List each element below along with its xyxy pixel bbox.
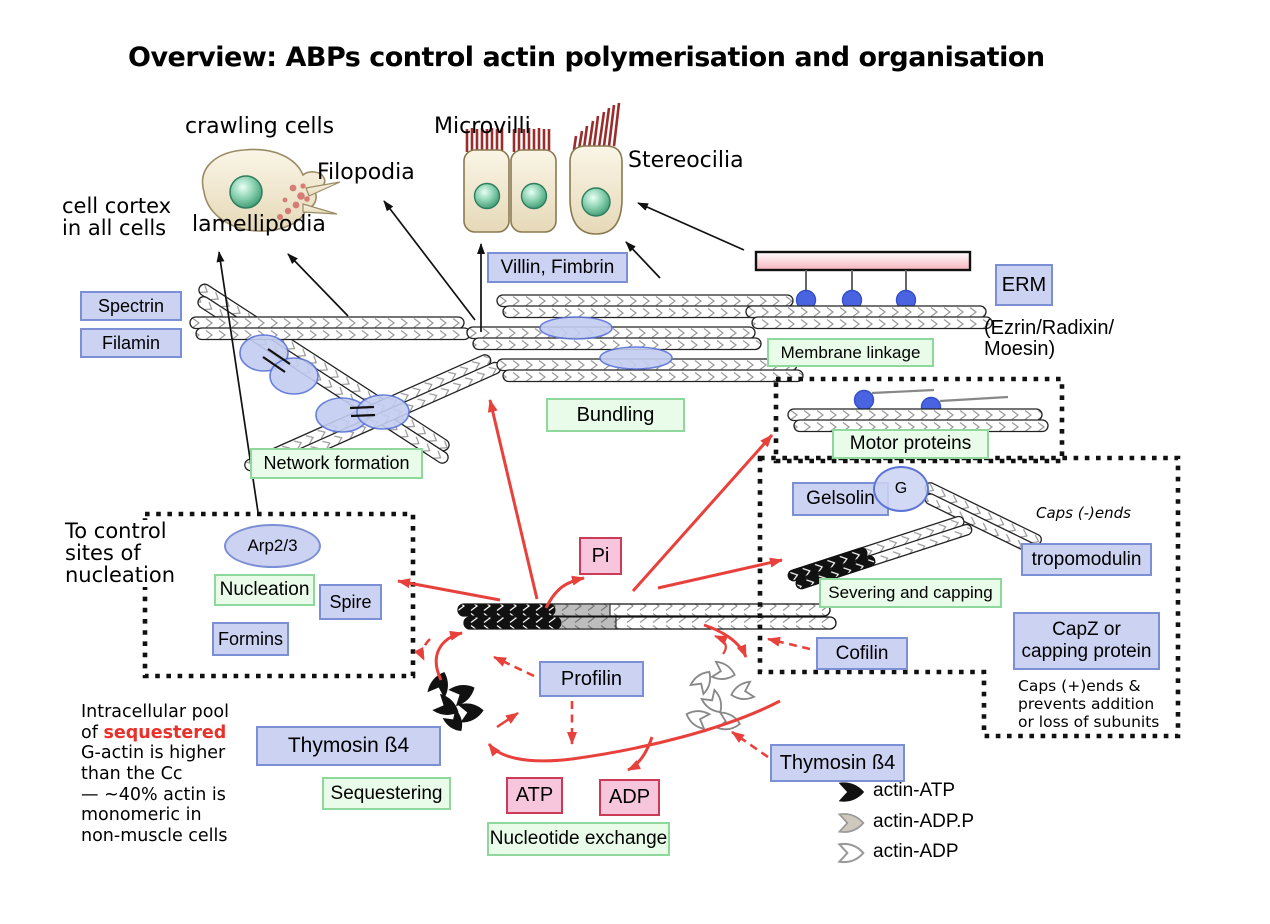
box-membrane-linkage: Membrane linkage	[767, 338, 934, 367]
plasma-membrane	[754, 250, 972, 272]
stereocilia-cell-drawing	[569, 102, 623, 235]
box-filamin: Filamin	[80, 328, 182, 358]
slide-title: Overview: ABPs control actin polymerisat…	[128, 42, 1045, 73]
label-microvilli: Microvilli	[434, 114, 531, 139]
label-caps-plus-ends: Caps (+)ends & prevents addition or loss…	[1018, 677, 1160, 731]
box-spire: Spire	[319, 584, 382, 620]
legend-actin-adp: actin-ADP	[873, 841, 959, 862]
box-atp: ATP	[506, 777, 563, 814]
erm-full-line2: Moesin)	[984, 337, 1056, 360]
crawling-cell-drawing	[201, 148, 341, 232]
erm-full-line1: (Ezrin/Radixin/	[984, 317, 1115, 339]
pool-line7: non-muscle cells	[81, 825, 228, 846]
label-stereocilia: Stereocilia	[628, 148, 744, 173]
label-caps-minus-ends: Caps (-)ends	[1036, 504, 1131, 522]
microvilli-cells-drawing	[463, 128, 557, 233]
cell-cortex-line1: cell cortex	[62, 194, 172, 218]
pool-line3: G-actin is higher	[81, 743, 226, 764]
nucleus	[229, 175, 263, 209]
bundler-protein	[539, 316, 613, 340]
box-severing-capping: Severing and capping	[819, 578, 1002, 608]
pool-line1: Intracellular pool	[81, 702, 229, 722]
label-crawling-cells: crawling cells	[185, 114, 335, 139]
pool-line6: monomeric in	[81, 805, 202, 826]
box-villin-fimbrin: Villin, Fimbrin	[487, 252, 628, 283]
legend-actin-adpp: actin-ADP.P	[873, 811, 975, 832]
cell-cortex-line2: in all cells	[62, 215, 167, 240]
label-intracellular-pool: Intracellular pool of sequestered G-acti…	[81, 702, 229, 846]
to-control-line2: sites of	[65, 540, 141, 565]
to-control-line3: nucleation	[65, 562, 176, 587]
central-actin-filament	[457, 603, 837, 630]
motor-proteins-drawing	[787, 388, 1049, 433]
stereocilia-bristles	[572, 102, 621, 151]
pool-line4: than the Cc	[81, 763, 183, 784]
label-cell-cortex: cell cortex in all cells	[62, 194, 172, 240]
capz-line2: capping protein	[1021, 641, 1152, 662]
label-ezrin-radixin-moesin: (Ezrin/Radixin/ Moesin)	[984, 318, 1114, 360]
capz-line1: CapZ or	[1052, 619, 1121, 640]
box-nucleotide-exchange: Nucleotide exchange	[487, 822, 670, 856]
box-network-formation: Network formation	[250, 448, 423, 479]
label-filopodia: Filopodia	[317, 160, 415, 185]
box-cofilin: Cofilin	[816, 637, 908, 670]
red-dashed-arrows	[414, 636, 811, 759]
box-nucleation: Nucleation	[214, 574, 315, 606]
box-erm: ERM	[995, 264, 1053, 306]
box-adp: ADP	[599, 779, 660, 816]
pool-line2-prefix: of	[81, 722, 104, 743]
box-motor-proteins: Motor proteins	[832, 429, 989, 459]
motor-proteins-dotted-box	[773, 376, 1065, 464]
to-control-line1: To control	[65, 519, 167, 543]
bundling-drawing	[466, 294, 804, 383]
caps-plus-line2: prevents addition	[1018, 694, 1155, 713]
nucleation-dotted-box	[142, 511, 416, 679]
pool-line5: — ~40% actin is	[81, 784, 226, 805]
box-profilin: Profilin	[539, 661, 644, 697]
box-sequestering: Sequestering	[322, 777, 451, 810]
box-tropomodulin: tropomodulin	[1021, 543, 1152, 576]
crosslinker-proteins	[239, 334, 410, 433]
caps-plus-line3: or loss of subunits	[1018, 712, 1160, 731]
lamellipodia-ruffle	[277, 183, 310, 220]
box-formins: Formins	[212, 622, 289, 656]
arp23-ellipse: Arp2/3	[224, 524, 321, 568]
box-thymosin-b4-left: Thymosin ß4	[256, 726, 441, 766]
box-pi: Pi	[579, 537, 622, 575]
caps-plus-line1: Caps (+)ends &	[1018, 677, 1141, 695]
gelsolin-g-ball: G	[873, 466, 929, 512]
box-thymosin-b4-right: Thymosin ß4	[770, 744, 905, 782]
network-formation-drawing	[189, 283, 502, 479]
box-gelsolin: Gelsolin	[792, 482, 889, 516]
box-spectrin: Spectrin	[80, 291, 182, 321]
pool-line2: of sequestered	[81, 723, 226, 743]
membrane-linkage-drawing	[745, 250, 993, 330]
capping-dotted-box	[757, 455, 1181, 739]
legend-glyphs	[838, 782, 865, 864]
box-bundling: Bundling	[546, 398, 685, 432]
label-lamellipodia: lamellipodia	[192, 212, 326, 237]
microvilli-bristles	[465, 128, 551, 152]
severing-drawing	[787, 482, 1043, 590]
label-to-control-nucleation: To control sites of nucleation	[62, 519, 179, 588]
pool-sequestered-highlight: sequestered	[103, 722, 227, 743]
red-arrows	[397, 399, 783, 772]
bundler-protein	[599, 346, 673, 370]
dotted-group-boxes	[142, 376, 1181, 739]
legend-actin-atp: actin-ATP	[873, 780, 956, 801]
adp-actin-monomer-pool	[682, 660, 756, 733]
